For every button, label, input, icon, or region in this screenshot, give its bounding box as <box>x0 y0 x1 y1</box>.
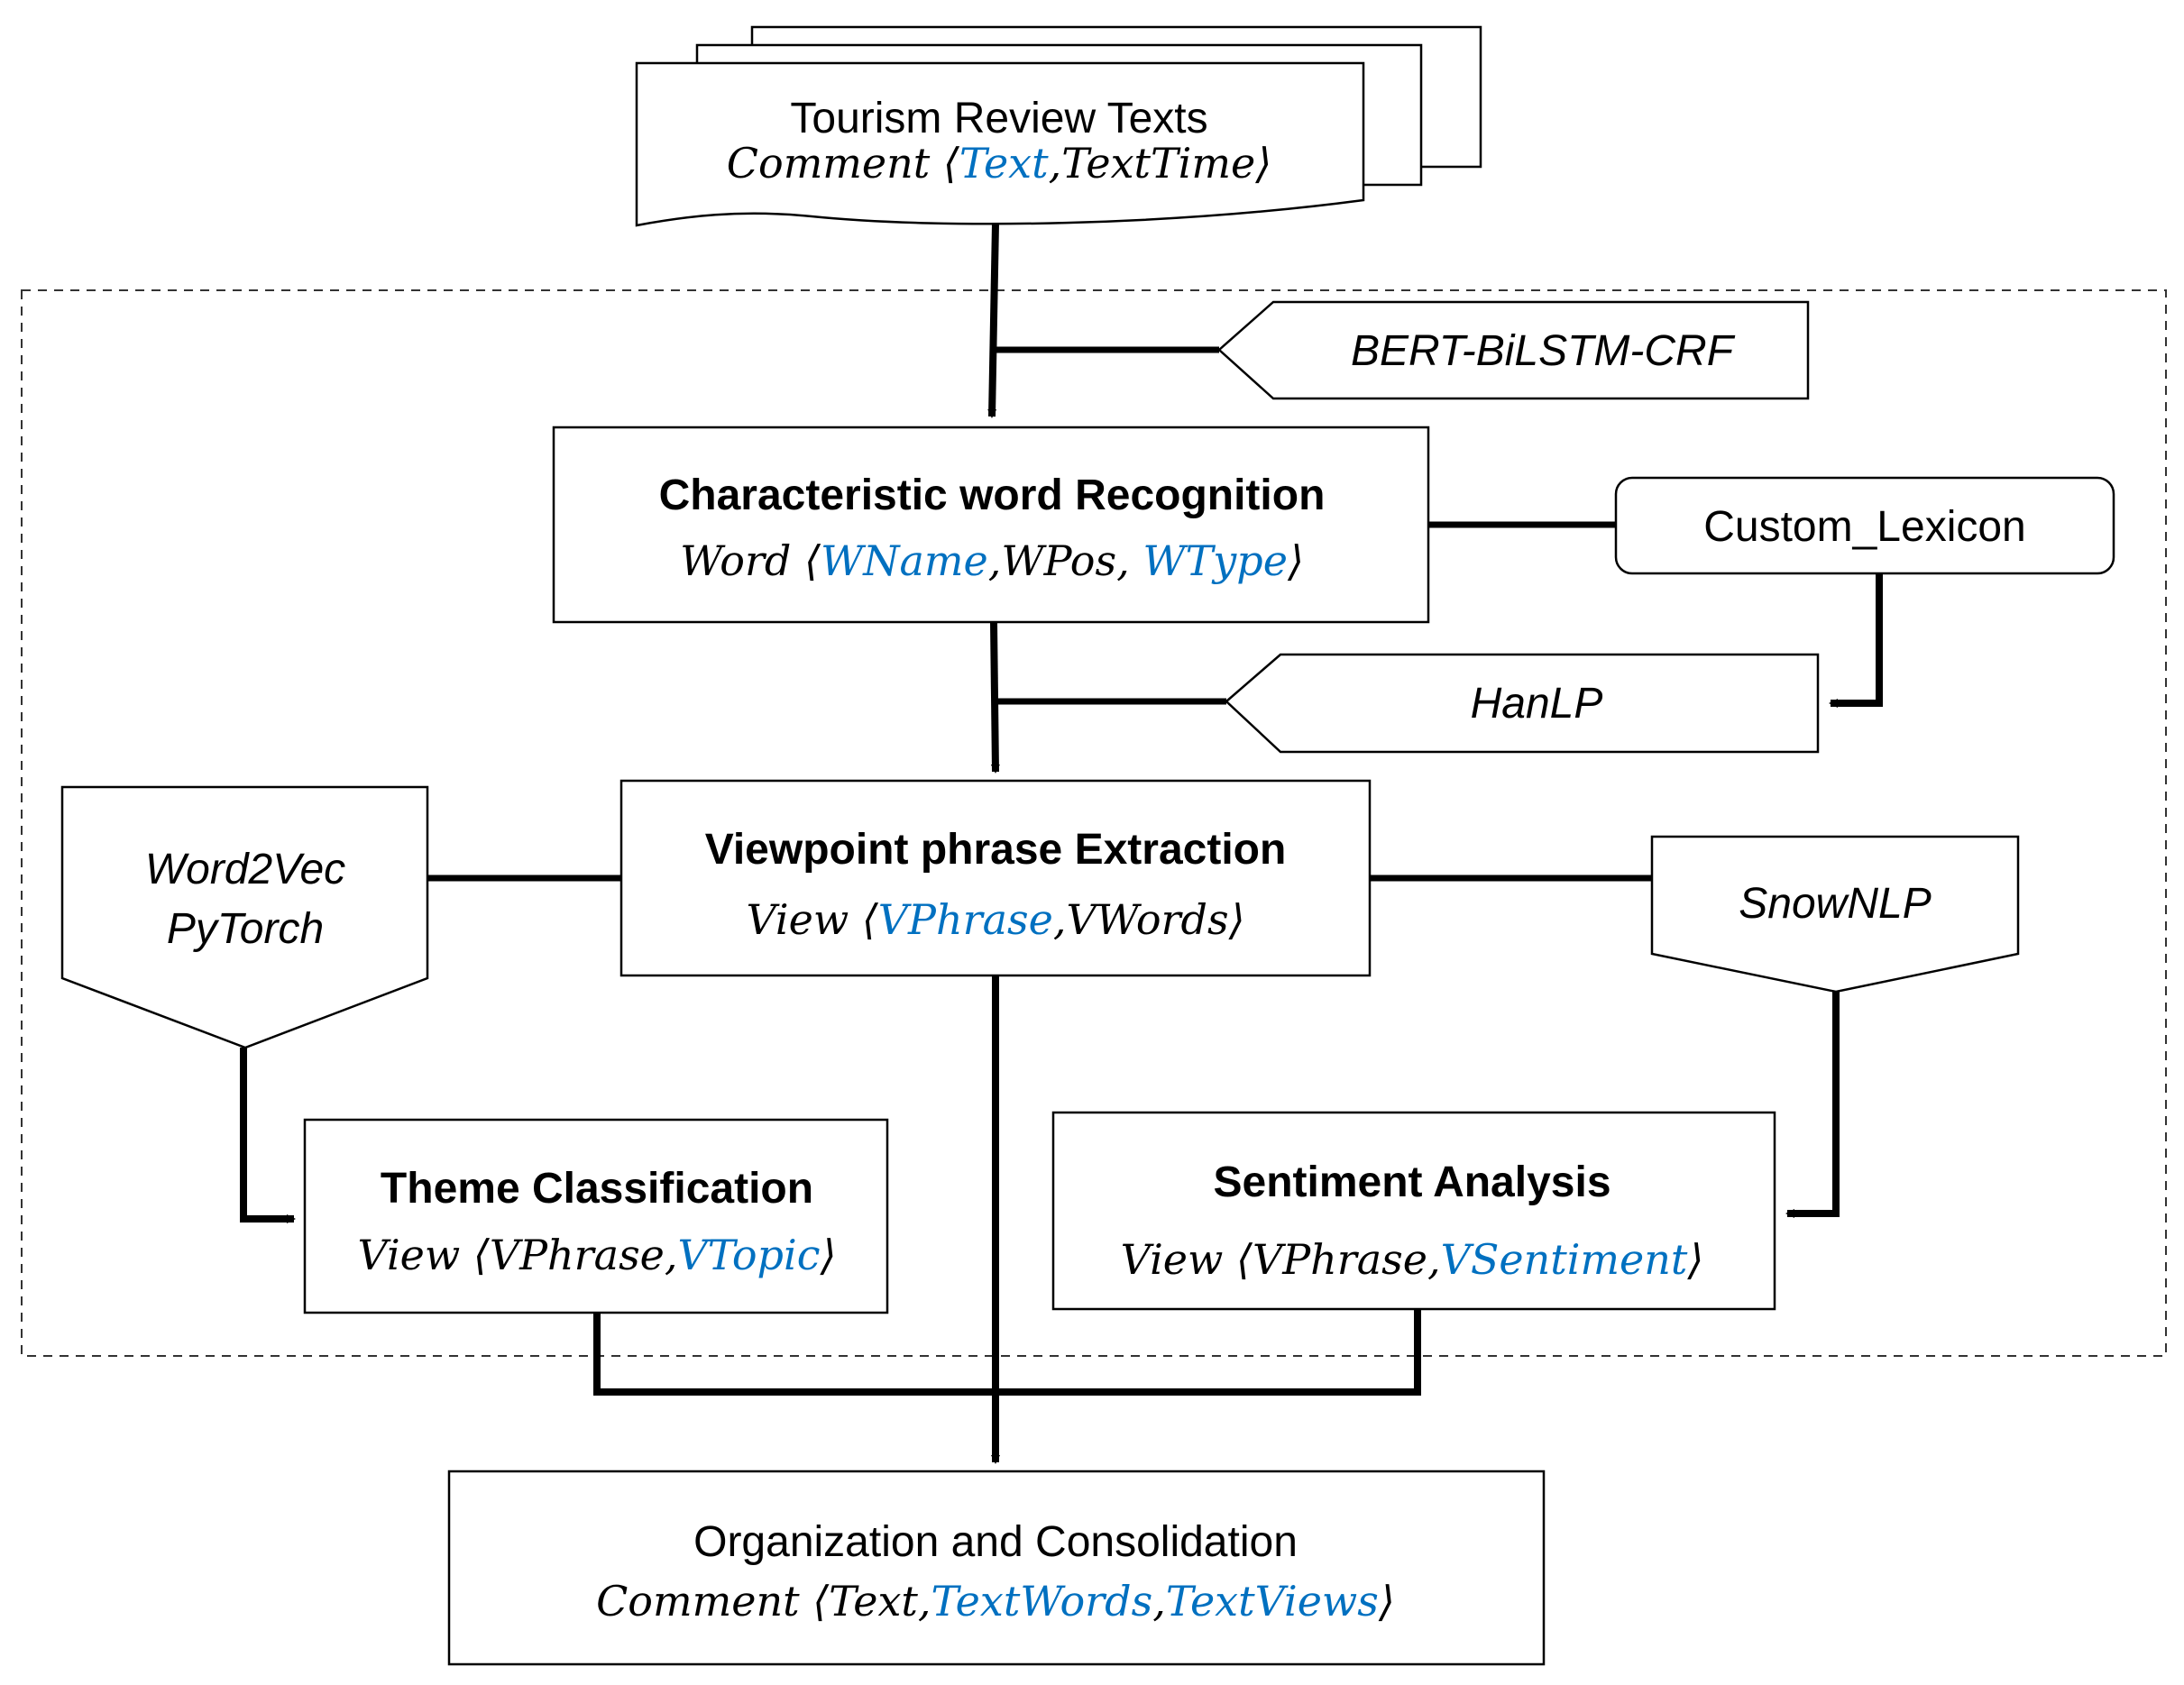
source-field-1: Text <box>959 139 1049 188</box>
recognition-to-extraction-arrow <box>990 621 1000 774</box>
sentiment-title: Sentiment Analysis <box>1213 1158 1610 1206</box>
custom-lexicon-label: Custom_Lexicon <box>1703 503 2026 551</box>
word2vec-label: Word2Vec <box>145 846 345 893</box>
processing-region <box>21 289 2167 1357</box>
recognition-title: Characteristic word Recognition <box>659 472 1326 519</box>
connectors <box>240 223 1883 1464</box>
snownlp-tool: SnowNLP <box>1650 835 2020 994</box>
sentiment-step: Sentiment Analysis View ⟨VPhrase,VSentim… <box>1051 1111 1776 1311</box>
custom-lexicon-tool: Custom_Lexicon <box>1614 476 2115 575</box>
organization-step: Organization and Consolidation Comment ⟨… <box>447 1470 1546 1666</box>
theme-step: Theme Classification View ⟨VPhrase,VTopi… <box>303 1118 889 1314</box>
source-formula: Comment ⟨Text,TextTime⟩ <box>727 139 1271 188</box>
source-to-recognition-arrow <box>987 223 999 418</box>
extraction-formula: View ⟨VPhrase,VWords⟩ <box>746 895 1244 944</box>
bert-label: BERT-BiLSTM-CRF <box>1351 327 1736 375</box>
organization-formula: Comment ⟨Text,TextWords,TextViews⟩ <box>596 1577 1395 1625</box>
word2vec-to-theme-arrow <box>240 1048 296 1223</box>
theme-sentiment-merge-line <box>593 1309 1421 1396</box>
hanlp-label: HanLP <box>1471 680 1603 728</box>
lexicon-to-hanlp-arrow <box>1829 573 1883 708</box>
source-title: Tourism Review Texts <box>790 95 1207 142</box>
snownlp-label: SnowNLP <box>1739 880 1931 928</box>
pytorch-label: PyTorch <box>167 905 324 953</box>
source-entity: Comment <box>727 139 931 188</box>
hanlp-tool: HanLP <box>1225 653 1820 754</box>
theme-formula: View ⟨VPhrase,VTopic⟩ <box>358 1231 837 1279</box>
extraction-title: Viewpoint phrase Extraction <box>705 826 1287 874</box>
document-front <box>635 61 1365 227</box>
source-document-stack: Tourism Review Texts Comment ⟨Text,TextT… <box>635 25 1482 227</box>
word2vec-tool: Word2Vec PyTorch <box>60 785 429 1049</box>
source-field-2: TextTime <box>1061 139 1255 188</box>
sentiment-formula: View ⟨VPhrase,VSentiment⟩ <box>1121 1235 1704 1284</box>
extraction-step: Viewpoint phrase Extraction View ⟨VPhras… <box>619 779 1372 977</box>
snownlp-to-sentiment-arrow <box>1785 992 1840 1218</box>
recognition-formula: Word ⟨WName,WPos, WType⟩ <box>680 536 1304 585</box>
organization-title: Organization and Consolidation <box>693 1518 1298 1566</box>
recognition-step: Characteristic word Recognition Word ⟨WN… <box>552 426 1430 624</box>
theme-title: Theme Classification <box>381 1165 813 1213</box>
bert-tool: BERT-BiLSTM-CRF <box>1217 300 1810 400</box>
